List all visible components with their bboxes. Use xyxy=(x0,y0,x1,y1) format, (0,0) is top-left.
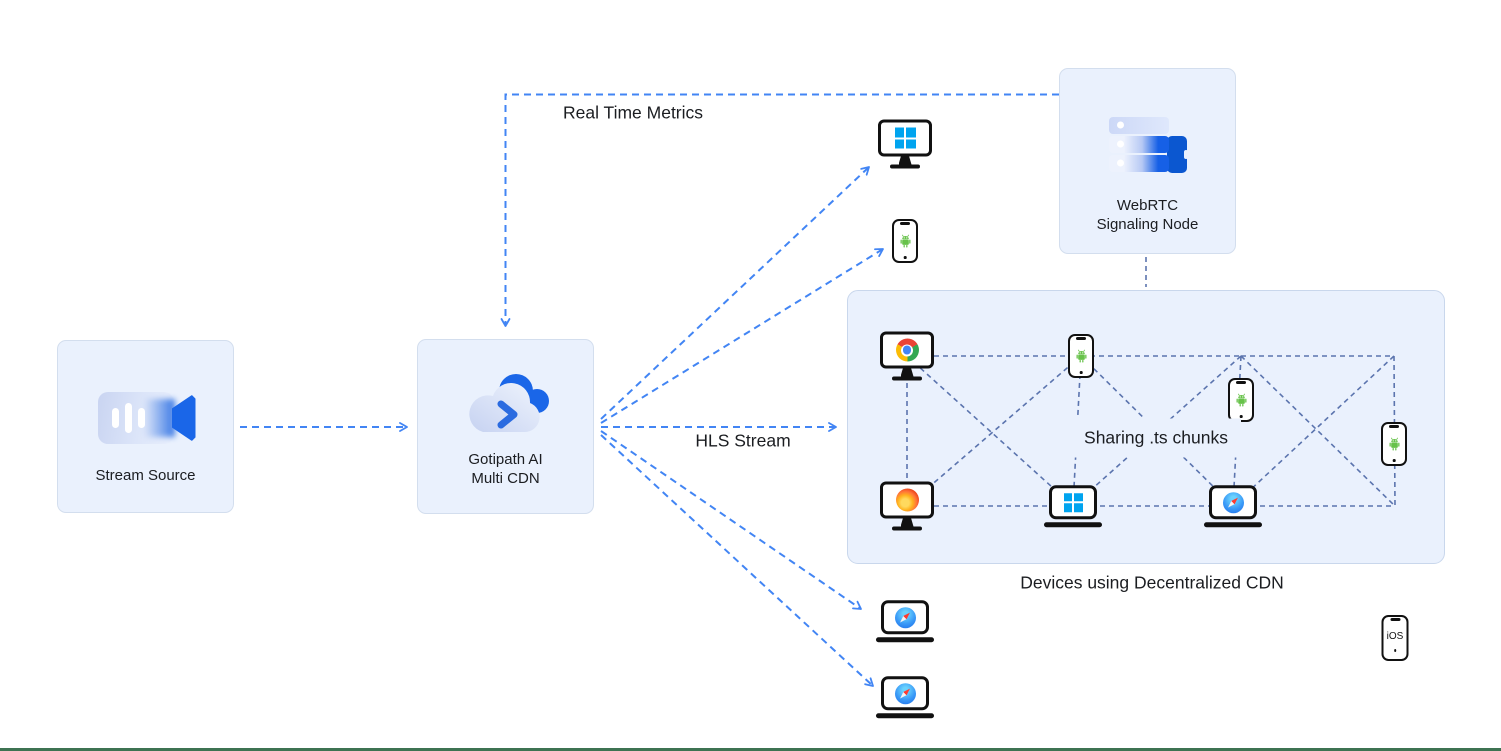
standalone-phone-android xyxy=(892,219,918,263)
hls-stream-label: HLS Stream xyxy=(695,430,791,451)
android-logo-icon xyxy=(1076,349,1086,363)
ios-badge: iOS xyxy=(1386,630,1404,642)
real-time-metrics-label: Real Time Metrics xyxy=(563,102,704,123)
mesh-phone-android-3 xyxy=(1381,422,1407,466)
camera-bar xyxy=(111,408,119,428)
cdn-label: Gotipath AI Multi CDN xyxy=(418,450,593,488)
server-stack-icon xyxy=(1108,117,1188,173)
sharing-ts-chunks-label: Sharing .ts chunks xyxy=(1071,418,1241,458)
android-logo-icon xyxy=(1389,437,1399,451)
server-bar xyxy=(1108,136,1169,153)
devices-caption-label: Devices using Decentralized CDN xyxy=(1020,572,1284,593)
safari-logo-icon xyxy=(1222,491,1244,513)
mesh-monitor-firefox xyxy=(880,481,934,531)
node-webrtc-signaling: WebRTC Signaling Node xyxy=(1059,68,1236,254)
standalone-monitor-windows xyxy=(878,119,932,169)
node-stream-source: Stream Source xyxy=(57,340,234,513)
edge-cdn-to-safari-laptop-2 xyxy=(600,434,874,687)
standalone-laptop-safari-2 xyxy=(876,676,934,718)
monitor-screen xyxy=(878,119,932,157)
camera-bar xyxy=(124,403,132,433)
android-logo-icon xyxy=(1236,393,1246,407)
webrtc-label: WebRTC Signaling Node xyxy=(1060,196,1235,234)
video-camera-icon xyxy=(96,389,196,447)
camera-bar xyxy=(137,408,145,428)
windows-logo-icon xyxy=(1063,492,1083,512)
edge-cdn-to-safari-laptop-1 xyxy=(600,430,862,610)
stream-source-label: Stream Source xyxy=(95,467,196,484)
camera-lens xyxy=(171,395,196,441)
server-bar xyxy=(1108,155,1169,172)
firefox-logo-icon xyxy=(895,488,919,512)
mesh-laptop-windows xyxy=(1044,485,1102,527)
safari-logo-icon xyxy=(894,682,916,704)
android-logo-icon xyxy=(900,234,910,248)
webrtc-label-line2: Signaling Node xyxy=(1096,216,1199,233)
footer-accent-bar xyxy=(0,748,1501,751)
cdn-label-line2: Multi CDN xyxy=(471,470,540,487)
cloud-chevron-icon xyxy=(468,374,549,432)
mesh-phone-android-2 xyxy=(1228,378,1254,422)
laptop-screen xyxy=(881,676,929,711)
mesh-monitor-chrome xyxy=(880,331,934,381)
edge-cdn-to-windows-monitor xyxy=(600,166,870,420)
windows-logo-icon xyxy=(894,127,916,149)
mesh-laptop-safari xyxy=(1204,485,1262,527)
webrtc-label-line1: WebRTC xyxy=(1116,197,1179,214)
chrome-logo-icon xyxy=(895,338,919,362)
laptop-screen xyxy=(881,600,929,635)
mesh-phone-ios: iOS xyxy=(1381,615,1409,661)
cdn-label-line1: Gotipath AI xyxy=(468,451,543,468)
server-block xyxy=(1166,136,1188,173)
edge-cdn-to-android-phone xyxy=(600,248,884,424)
decentralized-cdn-mesh-box: iOS Sharing .ts chunks xyxy=(847,290,1445,661)
camera-beam xyxy=(143,399,175,437)
standalone-laptop-safari-1 xyxy=(876,600,934,642)
node-gotipath-cdn: Gotipath AI Multi CDN xyxy=(417,339,594,514)
mesh-phone-android-1 xyxy=(1068,334,1094,378)
safari-logo-icon xyxy=(894,606,916,628)
server-bar xyxy=(1108,117,1169,134)
